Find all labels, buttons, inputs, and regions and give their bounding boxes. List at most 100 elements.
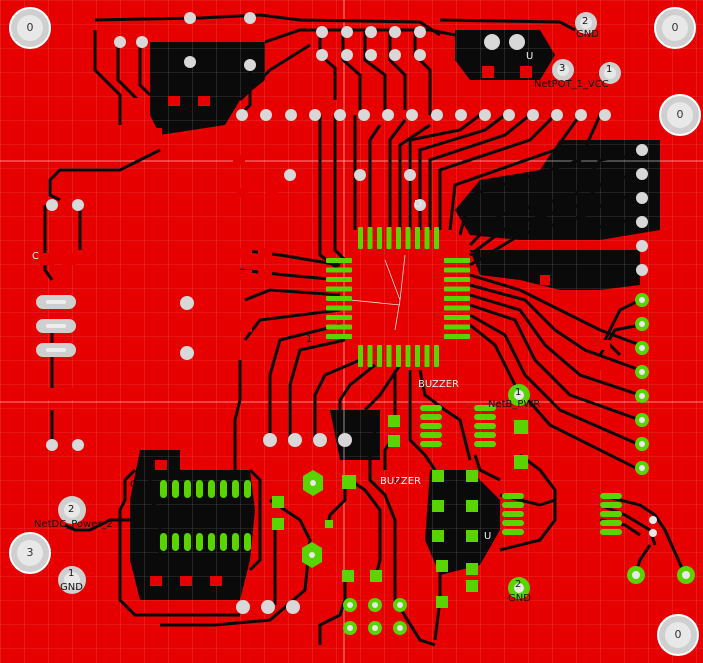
component-ref-label: C [32,251,39,262]
smd-pad [444,258,470,263]
vias [649,516,657,537]
smd-pad [474,441,496,447]
mounting-hole-label: 0 [676,108,684,121]
mounting-hole-label: 0 [674,628,682,641]
smd-pad [444,277,470,282]
smd-pad [420,414,442,420]
pad-number-label: 1 [68,568,75,579]
smd-pad [386,345,392,367]
component-ref-label: U [394,476,402,487]
smd-pad [415,345,420,367]
smd-pad [220,533,227,551]
smd-pad [444,286,470,292]
smd-pads [272,415,528,608]
pad-number-label: 3 [559,63,566,74]
pad-number-label: 2 [582,16,589,27]
smd-pad [502,529,524,535]
smd-pad [326,315,352,320]
smd-pad [444,296,470,301]
smd-pad [160,533,167,551]
smd-pad [424,345,430,367]
terminal-pads [58,12,621,599]
smd-pad [326,258,352,263]
smd-pad [220,480,227,498]
smd-pad [377,227,382,249]
red-smd-pads [40,66,610,586]
smd-pad [326,277,352,282]
smd-pad [420,432,442,438]
smd-pad [444,315,470,320]
component-ref-label: C [130,479,137,490]
pad-number-label: 1 [515,387,522,398]
pad-number-label: 2 [68,504,75,515]
smd-pad [367,227,373,249]
gnd-net-label: GND [508,593,531,604]
dc-power-net-label: NetDC_Power_2 [34,519,113,530]
smd-pad [420,441,442,447]
smd-pad [358,345,363,367]
gnd-net-label: GND [576,29,599,40]
green-pads [302,293,695,635]
smd-pad [326,296,352,301]
smd-pad [444,267,470,273]
smd-pad [474,405,496,411]
smd-pad [396,227,401,249]
smd-pad [600,520,622,526]
smd-pad [196,480,203,498]
smd-pad [367,345,373,367]
smd-pad [474,423,496,429]
pot-vcc-net-label: NetPOT_1_VCC [534,79,609,90]
mounting-holes [9,7,701,656]
smd-pad [358,227,363,249]
smd-pad [405,345,411,367]
gnd-net-label: GND [60,582,83,593]
smd-pad [326,267,352,273]
smd-pad [600,493,622,499]
through-hole-pads [46,12,648,614]
smd-pad [232,533,239,551]
component-ref-label: D [414,199,422,210]
smd-pad [386,227,392,249]
smd-pad [502,511,524,517]
smd-pad [244,533,251,551]
pad-number-label: 2 [515,579,522,590]
smd-pad [232,480,239,498]
soic-pads [160,405,622,551]
smd-pad [434,227,439,249]
smd-pad [172,533,179,551]
smd-pad [474,414,496,420]
smd-pad [160,480,167,498]
smd-pad [172,480,179,498]
smd-pad [244,480,251,498]
smd-pad [184,533,191,551]
smd-pad [444,305,470,311]
smd-pad [326,305,352,311]
smd-pad [474,432,496,438]
mcu-pads [326,227,470,367]
smd-pad [424,227,430,249]
smd-pad [600,529,622,535]
smd-pad [420,423,442,429]
smd-pad [208,533,215,551]
smd-pad [405,227,411,249]
smd-pad [326,334,352,339]
pad-number-label: 1 [306,334,313,345]
smd-pad [396,345,401,367]
mounting-hole-label: 3 [26,546,34,559]
traces [43,13,687,647]
smd-pad [326,286,352,292]
component-ref-label: U [484,531,492,542]
smd-pad [184,480,191,498]
smd-pad [415,227,420,249]
smd-pad [444,324,470,330]
component-ref-label: U [526,51,534,62]
smd-pad [208,480,215,498]
smd-pad [502,502,524,508]
smd-pad [326,324,352,330]
smd-pad [420,405,442,411]
oval-pads [36,295,76,357]
smd-pad [600,502,622,508]
smd-pad [444,334,470,339]
